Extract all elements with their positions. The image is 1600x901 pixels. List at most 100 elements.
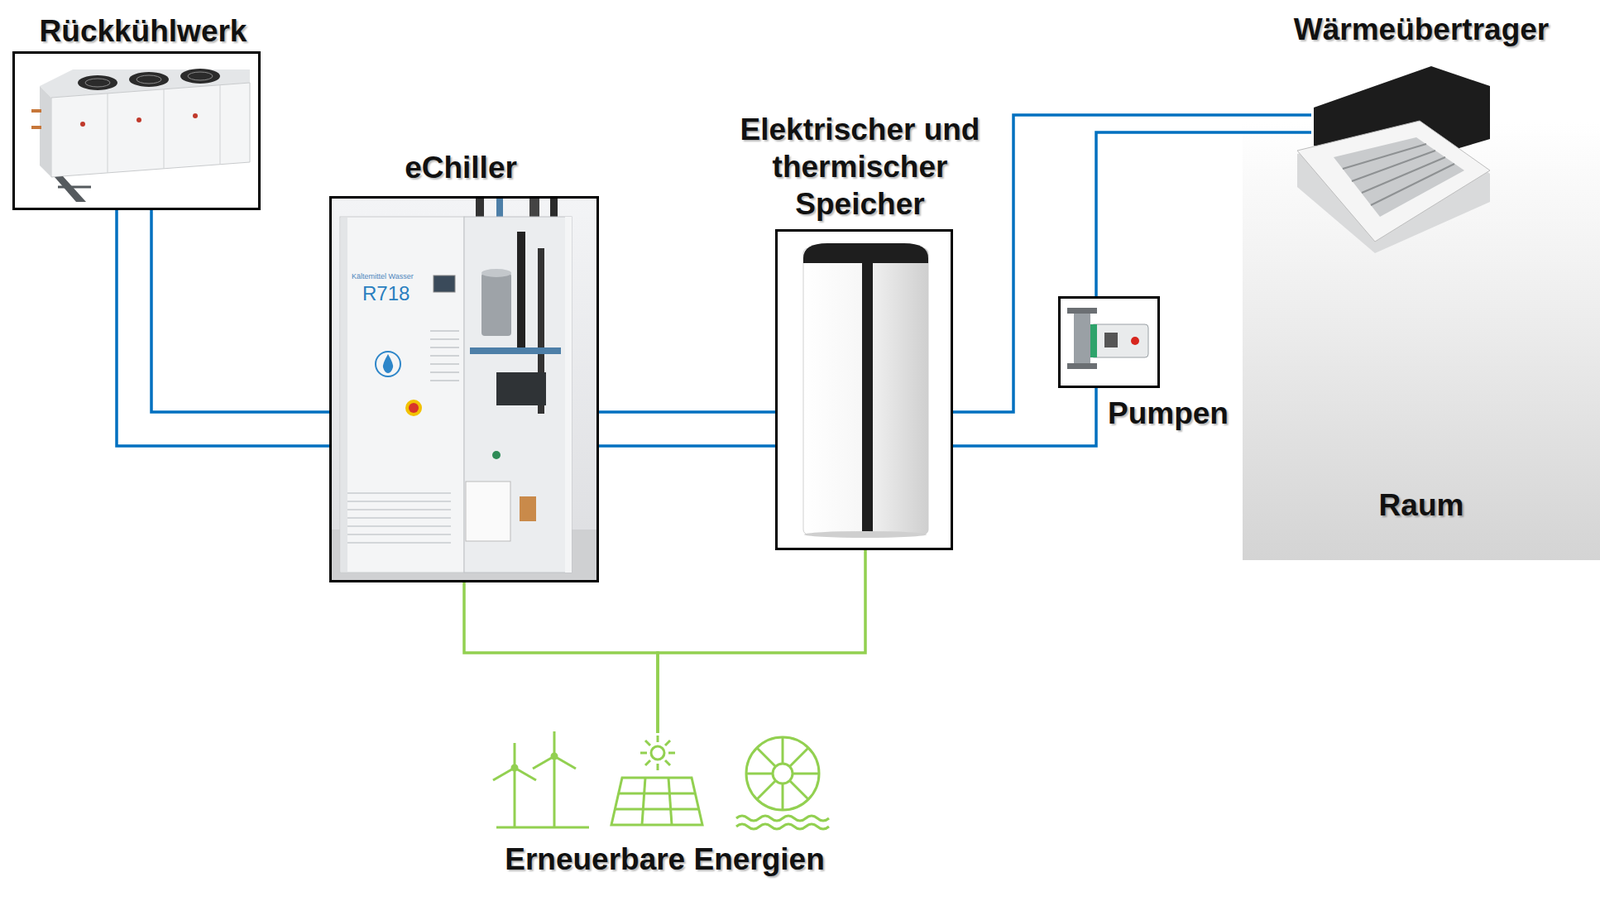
renewable-icons-part xyxy=(514,767,537,781)
room-background-part xyxy=(1242,122,1600,561)
chiller-picture-part xyxy=(464,216,572,573)
room-background xyxy=(1242,122,1600,561)
chiller-picture-part xyxy=(430,371,460,374)
dry-cooler-picture-part xyxy=(31,109,42,113)
box-ground xyxy=(12,51,1160,583)
cassette-unit-picture-part xyxy=(1297,120,1490,242)
dry-cooler-picture-part xyxy=(163,89,165,169)
dry-cooler-picture-part xyxy=(51,82,250,178)
chiller-picture-part xyxy=(430,379,460,382)
chiller-picture-part xyxy=(550,197,558,220)
node-heading: eChiller xyxy=(404,148,518,187)
renewable-icons-part xyxy=(513,771,517,828)
cassette-unit-picture-part xyxy=(1333,137,1465,217)
dry-cooler-picture-part xyxy=(187,71,213,81)
heat-exchanger-node: Wärmeübertrager xyxy=(1311,61,1490,254)
node-heading: Rückkühlwerk xyxy=(39,12,248,50)
renewable-icons-part xyxy=(746,737,820,810)
renewable-icons-part xyxy=(789,780,809,800)
chiller-picture-part xyxy=(347,517,451,519)
chiller-picture-part xyxy=(529,197,540,220)
renewable-icons-part xyxy=(618,792,695,796)
node-label: Elektrischer und thermischer Speicher xyxy=(732,110,989,223)
chiller-picture-part xyxy=(340,217,348,572)
renewables-node: Erneuerbare Energien xyxy=(494,732,829,882)
chiller-picture-part xyxy=(430,354,460,357)
pump-picture-part xyxy=(1090,324,1098,358)
renewable-icons-part xyxy=(554,756,576,769)
dry-cooler-picture-part xyxy=(180,68,221,84)
renewable-icons-part xyxy=(641,777,646,825)
chiller-picture-part xyxy=(496,372,547,406)
renewable-icons-part xyxy=(532,756,555,769)
dry-cooler-picture xyxy=(31,68,250,202)
dry-cooler-picture-part xyxy=(136,75,162,84)
dry-cooler-picture-part xyxy=(136,117,142,123)
renewable-icons-part xyxy=(651,746,665,760)
renewable-icons-part xyxy=(496,826,590,829)
chiller-picture-part xyxy=(347,492,451,494)
node-label: Pumpen xyxy=(1107,394,1229,432)
chiller-picture-part xyxy=(492,450,501,460)
chiller-picture-part xyxy=(430,363,460,365)
chiller-box: eChiller xyxy=(329,196,599,583)
pump-picture-part xyxy=(1130,336,1140,345)
renewable-icons-part xyxy=(645,760,651,766)
dry-cooler-picture-part xyxy=(85,78,111,87)
renewable-icons-part xyxy=(553,731,556,757)
pipe-connector xyxy=(1096,132,1312,297)
chiller-picture-part xyxy=(347,525,451,527)
renewable-icons-part xyxy=(513,742,517,768)
pump-picture-part xyxy=(1104,332,1118,348)
dry-cooler-picture-part xyxy=(57,186,92,189)
pipe-connector xyxy=(657,550,866,733)
chiller-picture-part xyxy=(481,273,512,336)
chiller-picture-part xyxy=(375,351,401,377)
cassette-unit-picture xyxy=(1297,66,1490,254)
node-heading: Pumpen xyxy=(1107,394,1229,432)
pump-picture-part xyxy=(1067,363,1098,369)
renewable-icons-part xyxy=(665,760,671,766)
chiller-picture-part xyxy=(517,231,526,348)
node-label: Wärmeübertrager xyxy=(1293,10,1549,48)
refrigerant-text-holder: Kältemittel Wasser xyxy=(351,272,414,281)
renewable-icons-part xyxy=(614,808,700,811)
box-ground-part xyxy=(1058,296,1160,389)
pipe-connector xyxy=(116,210,330,446)
renewable-icons-part xyxy=(656,735,660,743)
pipe-connector xyxy=(464,582,658,733)
storage-tank-picture-part xyxy=(804,531,927,538)
chiller-picture-part xyxy=(469,347,561,355)
cassette-unit-picture-part xyxy=(1370,163,1455,206)
dry-cooler-picture-part xyxy=(80,121,86,127)
chiller-picture-part xyxy=(383,354,393,374)
renewable-icons-part xyxy=(665,740,671,746)
pump-picture-part xyxy=(1090,324,1149,358)
renewable-icons-part xyxy=(645,740,651,746)
chiller-picture-part xyxy=(347,508,451,511)
renewable-icons-part xyxy=(781,737,785,764)
box-ground-part xyxy=(775,229,954,551)
node-label: eChiller xyxy=(404,148,518,187)
renewable-icons-part xyxy=(493,767,515,781)
dry-cooler-picture-part xyxy=(107,93,109,173)
chiller-picture-part xyxy=(519,496,537,522)
chiller-picture-part xyxy=(408,402,419,413)
chiller-picture-part xyxy=(347,541,451,544)
renewable-icons-part xyxy=(756,780,777,800)
dry-cooler-box: Rückkühlwerk xyxy=(12,51,261,211)
chiller-picture-part xyxy=(347,533,451,536)
renewable-icons-part xyxy=(611,777,703,825)
chiller-picture-part xyxy=(433,275,456,293)
pump-picture-part xyxy=(1073,313,1091,364)
pipe-connector xyxy=(953,388,1097,446)
chiller-picture xyxy=(330,197,598,581)
renewable-icons-part xyxy=(668,752,676,755)
pipe-connector xyxy=(598,410,776,414)
node-heading: Elektrischer und thermischer Speicher xyxy=(732,110,989,223)
chiller-picture-part xyxy=(496,197,503,220)
renewable-icons-part xyxy=(746,772,773,776)
chiller-picture-part xyxy=(430,338,460,341)
